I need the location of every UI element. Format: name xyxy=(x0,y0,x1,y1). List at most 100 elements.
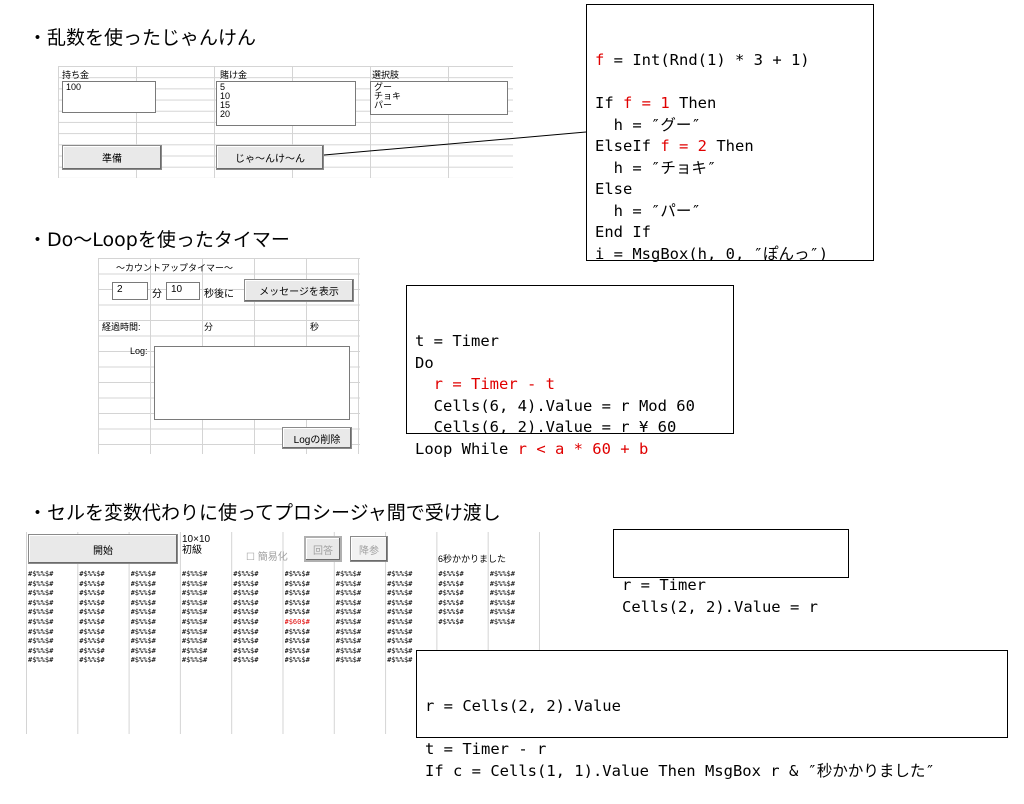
grid-cell[interactable]: #$%%$# xyxy=(181,627,208,636)
grid-cell[interactable]: #$%%$# xyxy=(130,608,156,617)
grid-cell[interactable]: #$%%$# xyxy=(233,618,259,626)
grid-cell[interactable]: #$%%$# xyxy=(28,618,54,626)
grid-cell[interactable]: #$%%$# xyxy=(130,656,156,665)
grid-cell[interactable]: #$%%$# xyxy=(181,570,208,578)
grid-cell[interactable]: #$%%$# xyxy=(130,618,156,626)
grid-cell[interactable]: #$%%$# xyxy=(28,646,54,655)
grid-cell[interactable]: #$%%$# xyxy=(387,598,413,607)
minutes-input[interactable]: 2 xyxy=(112,282,148,300)
grid-cell[interactable]: #$%%$# xyxy=(489,608,515,617)
grid-cell[interactable]: #$%%$# xyxy=(335,589,362,598)
grid-cell[interactable]: #$%%$# xyxy=(79,598,105,607)
grid-cell[interactable]: #$%%$# xyxy=(438,618,464,626)
log-textbox[interactable] xyxy=(154,346,350,420)
grid-cell[interactable]: #$%%$# xyxy=(387,589,413,598)
grid-cell[interactable]: #$%%$# xyxy=(284,570,310,578)
grid-cell[interactable]: #$%%$# xyxy=(284,579,310,588)
grid-cell[interactable]: #$%%$# xyxy=(438,608,464,617)
grid-cell[interactable]: #$%%$# xyxy=(79,646,105,655)
grid-cell[interactable]: #$%%$# xyxy=(28,637,54,646)
bet-listbox[interactable]: 5 10 15 20 xyxy=(216,81,356,126)
grid-cell[interactable]: #$%%$# xyxy=(233,646,259,655)
grid-cell[interactable]: #$%%$# xyxy=(335,579,362,588)
grid-cell[interactable]: #$%%$# xyxy=(335,637,362,646)
grid-cell[interactable]: #$%%$# xyxy=(181,589,208,598)
grid-cell[interactable]: #$%%$# xyxy=(335,656,362,665)
grid-cell[interactable]: #$%%$# xyxy=(181,598,208,607)
grid-cell[interactable]: #$%%$# xyxy=(335,598,362,607)
choice-option[interactable]: グー xyxy=(374,82,393,92)
grid-cell[interactable]: #$%%$# xyxy=(79,608,105,617)
choice-listbox[interactable]: グー チョキ パー xyxy=(370,81,508,115)
grid-cell[interactable]: #$%%$# xyxy=(233,579,259,588)
choice-option[interactable]: チョキ xyxy=(374,91,402,101)
grid-cell[interactable]: #$%%$# xyxy=(387,656,413,665)
grid-cell[interactable]: #$%%$# xyxy=(28,589,54,598)
grid-cell[interactable]: #$%%$# xyxy=(28,579,54,588)
grid-cell[interactable]: #$%%$# xyxy=(181,618,208,626)
grid-cell[interactable]: #$%%$# xyxy=(28,598,54,607)
grid-cell[interactable]: #$%%$# xyxy=(181,656,208,665)
grid-cell[interactable]: #$%%$# xyxy=(181,646,208,655)
grid-cell[interactable]: #$%%$# xyxy=(130,589,156,598)
grid-cell[interactable]: #$%%$# xyxy=(233,627,259,636)
grid-cell[interactable]: #$%%$# xyxy=(28,627,54,636)
grid-cell[interactable]: #$%%$# xyxy=(28,570,54,578)
grid-cell[interactable]: #$%%$# xyxy=(284,608,310,617)
grid-cell[interactable]: #$%%$# xyxy=(79,656,105,665)
grid-cell[interactable]: #$%%$# xyxy=(79,618,105,626)
grid-cell[interactable]: #$%%$# xyxy=(130,646,156,655)
grid-cell[interactable]: #$%%$# xyxy=(181,579,208,588)
grid-cell[interactable]: #$%%$# xyxy=(387,637,413,646)
grid-cell[interactable]: #$%%$# xyxy=(28,656,54,665)
simplify-checkbox[interactable]: ☐ 簡易化 xyxy=(246,548,288,563)
grid-cell[interactable]: #$%%$# xyxy=(335,627,362,636)
grid-cell[interactable]: #$%%$# xyxy=(438,598,464,607)
grid-cell[interactable]: #$%%$# xyxy=(233,608,259,617)
show-message-button[interactable]: メッセージを表示 xyxy=(244,279,354,302)
grid-cell[interactable]: #$%%$# xyxy=(233,656,259,665)
grid-cell[interactable]: #$%%$# xyxy=(489,618,515,626)
grid-cell[interactable]: #$%%$# xyxy=(284,598,310,607)
grid-cell[interactable]: #$%%$# xyxy=(181,608,208,617)
grid-cell[interactable]: #$%%$# xyxy=(489,579,515,588)
grid-cell[interactable]: #$%%$# xyxy=(284,646,310,655)
bet-option[interactable]: 20 xyxy=(220,109,231,119)
grid-cell[interactable]: #$60$# xyxy=(284,618,310,626)
money-listbox[interactable]: 100 xyxy=(62,81,156,113)
answer-button[interactable]: 回答 xyxy=(304,536,342,562)
grid-cell[interactable]: #$%%$# xyxy=(130,579,156,588)
bet-option[interactable]: 10 xyxy=(220,91,231,101)
seconds-input[interactable]: 10 xyxy=(166,282,200,300)
grid-cell[interactable]: #$%%$# xyxy=(438,579,464,588)
grid-cell[interactable]: #$%%$# xyxy=(489,598,515,607)
grid-cell[interactable]: #$%%$# xyxy=(335,618,362,626)
grid-cell[interactable]: #$%%$# xyxy=(284,637,310,646)
grid-cell[interactable]: #$%%$# xyxy=(284,656,310,665)
grid-cell[interactable]: #$%%$# xyxy=(28,608,54,617)
grid-cell[interactable]: #$%%$# xyxy=(79,589,105,598)
grid-cell[interactable]: #$%%$# xyxy=(387,579,413,588)
grid-cell[interactable]: #$%%$# xyxy=(284,589,310,598)
grid-cell[interactable]: #$%%$# xyxy=(233,637,259,646)
grid-cell[interactable]: #$%%$# xyxy=(438,589,464,598)
grid-cell[interactable]: #$%%$# xyxy=(79,627,105,636)
grid-cell[interactable]: #$%%$# xyxy=(130,598,156,607)
grid-cell[interactable]: #$%%$# xyxy=(79,570,105,578)
grid-cell[interactable]: #$%%$# xyxy=(335,608,362,617)
play-button[interactable]: じゃ～んけ～ん xyxy=(216,145,324,170)
grid-cell[interactable]: #$%%$# xyxy=(387,646,413,655)
grid-cell[interactable]: #$%%$# xyxy=(387,618,413,626)
grid-cell[interactable]: #$%%$# xyxy=(233,570,259,578)
grid-cell[interactable]: #$%%$# xyxy=(130,627,156,636)
grid-cell[interactable]: #$%%$# xyxy=(387,608,413,617)
grid-cell[interactable]: #$%%$# xyxy=(335,570,362,578)
grid-cell[interactable]: #$%%$# xyxy=(438,570,464,578)
bet-option[interactable]: 5 xyxy=(220,82,226,92)
clear-log-button[interactable]: Logの削除 xyxy=(282,427,352,449)
grid-cell[interactable]: #$%%$# xyxy=(284,627,310,636)
grid-cell[interactable]: #$%%$# xyxy=(233,598,259,607)
grid-cell[interactable]: #$%%$# xyxy=(489,589,515,598)
grid-cell[interactable]: #$%%$# xyxy=(387,627,413,636)
grid-cell[interactable]: #$%%$# xyxy=(489,570,515,578)
